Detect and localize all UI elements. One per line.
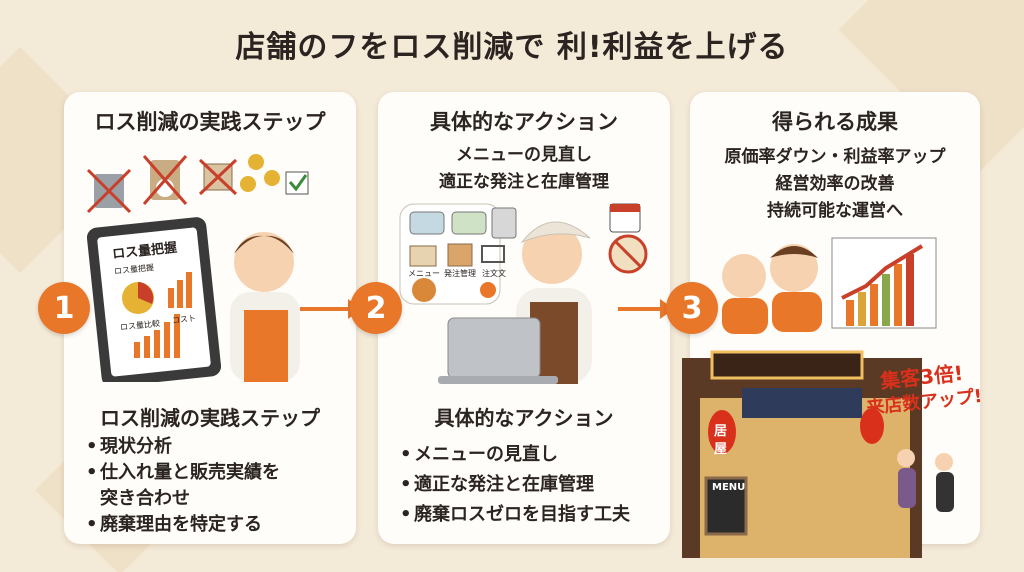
list-item: 廃棄ロスゼロを目指す工夫	[400, 500, 630, 530]
calculator-icon	[491, 207, 517, 239]
step1-illustration	[86, 154, 309, 382]
step3-heading: 得られる成果	[772, 110, 898, 134]
growth-chart-icon	[831, 237, 937, 329]
step2-bullet-list: メニューの見直し 適正な発注と在庫管理 廃棄ロスゼロを目指す工夫	[400, 440, 630, 530]
order-box-icon	[447, 243, 473, 267]
tablet-icon	[86, 217, 222, 382]
step1-subheading: ロス削減の実践ステップ	[100, 406, 320, 430]
customers-icon	[897, 449, 954, 512]
step2-illustration	[399, 203, 648, 384]
lantern-icon	[708, 408, 884, 454]
arrow-icon	[300, 299, 362, 319]
calendar-icon	[609, 203, 641, 233]
step2-line-1: メニューの見直し	[456, 145, 592, 165]
icon-label-cart: 注文文	[482, 269, 506, 278]
cart-icon	[481, 245, 505, 263]
step3-number-badge: 3	[666, 282, 718, 334]
step2-card: 具体的なアクション メニューの見直し 適正な発注と在庫管理	[378, 92, 670, 544]
staff-person-icon	[230, 232, 300, 382]
step1-bullet-list: 現状分析 仕入れ量と販売実績を	[86, 434, 280, 486]
scale-icon	[142, 155, 188, 205]
lantern-text-1: 居	[714, 424, 728, 439]
step1-heading: ロス削減の実践ステップ	[94, 110, 326, 134]
map-pin-icon	[480, 282, 496, 298]
step1-bullet-list-2: 廃棄理由を特定する	[86, 512, 262, 538]
step2-number-badge: 2	[350, 282, 402, 334]
step1-number-badge: 1	[38, 282, 90, 334]
step2-heading: 具体的なアクション	[430, 110, 618, 134]
page-title: 店舗のフをロス削減で 利!利益を上げる	[235, 30, 789, 65]
step1-card: ロス削減の実践ステップ	[64, 92, 356, 544]
menu-sign: MENU	[712, 482, 746, 493]
step3-line-1: 原価率ダウン・利益率アップ	[724, 147, 946, 167]
step2-line-2: 適正な発注と在庫管理	[439, 172, 609, 192]
icon-label-order: 発注管理	[444, 269, 476, 278]
step3-line-3: 持続可能な運営へ	[767, 201, 903, 221]
list-item: 仕入れ量と販売実績を	[86, 460, 280, 486]
box-icon	[198, 158, 238, 196]
coin-icon	[240, 154, 280, 192]
list-item: 適正な発注と在庫管理	[400, 470, 630, 500]
menu-board-icon	[704, 476, 748, 536]
lantern-text-2: 屋	[714, 442, 728, 457]
list-item: 廃棄理由を特定する	[86, 512, 262, 538]
check-icon	[285, 171, 309, 195]
arrow-icon	[618, 299, 674, 319]
list-item: 現状分析	[86, 434, 280, 460]
step3-line-2: 経営効率の改善	[775, 174, 895, 194]
menu-book-icon	[409, 245, 437, 267]
list-item-continuation: 突き合わせ	[100, 488, 190, 509]
staff-pair-icon	[722, 244, 822, 334]
laptop-icon	[438, 317, 558, 384]
step3-illustration	[682, 237, 954, 558]
trash-icon	[86, 168, 132, 214]
list-item: メニューの見直し	[400, 440, 630, 470]
waste-icon	[608, 234, 648, 274]
icon-label-menu: メニュー	[408, 269, 440, 278]
food-plate-icon	[412, 278, 436, 302]
step3-card: 得られる成果 原価率ダウン・利益率アップ 経営効率の改善 持続可能な運営へ	[682, 92, 983, 558]
step2-subheading: 具体的なアクション	[434, 406, 614, 430]
food-container-icon	[409, 211, 487, 235]
